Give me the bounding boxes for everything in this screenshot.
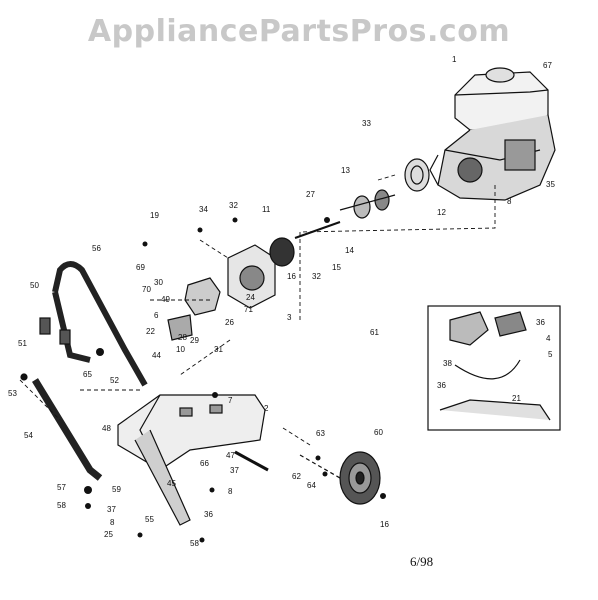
part-callout-24: 32: [312, 272, 321, 281]
frame-assembly: [117, 394, 269, 526]
part-callout-62: 36: [536, 318, 545, 327]
transmission-housing: [227, 221, 341, 309]
part-callout-31: 28: [178, 333, 187, 342]
part-callout-40: 2: [264, 404, 269, 413]
part-callout-4: 35: [546, 180, 555, 189]
part-callout-63: 4: [546, 334, 551, 343]
part-callout-2: 67: [543, 61, 552, 70]
date-code: 6/98: [410, 554, 434, 569]
part-callout-42: 66: [200, 459, 209, 468]
part-callout-17: 69: [136, 263, 145, 272]
part-callout-52: 25: [104, 530, 113, 539]
part-callout-3: 33: [362, 119, 371, 128]
part-callout-7: 12: [437, 208, 446, 217]
part-callout-8: 27: [306, 190, 315, 199]
part-callout-53: 55: [145, 515, 154, 524]
part-callout-27: 22: [146, 327, 155, 336]
part-callout-66: 36: [437, 381, 446, 390]
part-callout-49: 59: [112, 485, 121, 494]
part-callout-5: 8: [507, 197, 512, 206]
part-callout-65: 38: [443, 359, 452, 368]
part-callout-18: 30: [154, 278, 163, 287]
part-callout-43: 47: [226, 451, 235, 460]
part-callout-32: 26: [225, 318, 234, 327]
engine-assembly: [429, 67, 556, 201]
part-callout-11: 11: [262, 205, 271, 214]
part-callout-13: 32: [229, 201, 238, 210]
part-callout-59: 62: [292, 472, 301, 481]
part-callout-16: 56: [92, 244, 101, 253]
part-callout-34: 51: [18, 339, 27, 348]
part-callout-33: 31: [214, 345, 223, 354]
part-callout-54: 36: [204, 510, 213, 519]
part-callout-35: 53: [8, 389, 17, 398]
part-callout-44: 37: [230, 466, 239, 475]
part-callout-9: 14: [345, 246, 354, 255]
part-callout-6: 13: [341, 166, 350, 175]
part-callout-57: 63: [316, 429, 325, 438]
bracket-cluster: [167, 277, 221, 341]
part-callout-26: 50: [30, 281, 39, 290]
part-callout-60: 64: [307, 481, 316, 490]
part-callout-1: 1: [452, 55, 457, 64]
hardware-pieces: [84, 217, 386, 543]
part-callout-47: 57: [57, 483, 66, 492]
part-callout-37: 52: [110, 376, 119, 385]
part-callout-14: 19: [150, 211, 159, 220]
part-callout-20: 49: [161, 295, 170, 304]
part-callout-22: 24: [246, 293, 255, 302]
part-callout-39: 7: [228, 396, 233, 405]
part-callout-12: 34: [199, 205, 208, 214]
part-callout-30: 29: [190, 336, 199, 345]
pulley-assembly: [339, 158, 430, 219]
part-callout-46: 45: [167, 479, 176, 488]
part-callout-29: 10: [176, 345, 185, 354]
part-callout-55: 58: [190, 539, 199, 548]
part-callout-38: 54: [24, 431, 33, 440]
watermark-text: AppliancePartsPros.com: [87, 14, 511, 49]
wheel-assembly: [299, 451, 381, 505]
handle-assembly: [39, 261, 148, 387]
part-callout-25: 3: [287, 313, 292, 322]
side-arm: [20, 373, 103, 481]
part-callout-67: 21: [512, 394, 521, 403]
part-callout-51: 8: [110, 518, 115, 527]
part-callout-19: 70: [142, 285, 151, 294]
part-callout-36: 65: [83, 370, 92, 379]
part-callout-61: 16: [380, 520, 389, 529]
part-callout-64: 5: [548, 350, 553, 359]
part-callout-10: 15: [332, 263, 341, 272]
part-callout-23: 71: [244, 305, 253, 314]
part-callout-56: 61: [370, 328, 379, 337]
inset-detail: [427, 305, 561, 431]
part-callout-28: 44: [152, 351, 161, 360]
part-callout-50: 37: [107, 505, 116, 514]
leader-lines: [19, 174, 496, 446]
part-callout-15: 16: [287, 272, 296, 281]
part-callout-48: 58: [57, 501, 66, 510]
part-callout-45: 8: [228, 487, 233, 496]
part-callout-41: 48: [102, 424, 111, 433]
part-callout-58: 60: [374, 428, 383, 437]
part-callout-21: 6: [154, 311, 159, 320]
